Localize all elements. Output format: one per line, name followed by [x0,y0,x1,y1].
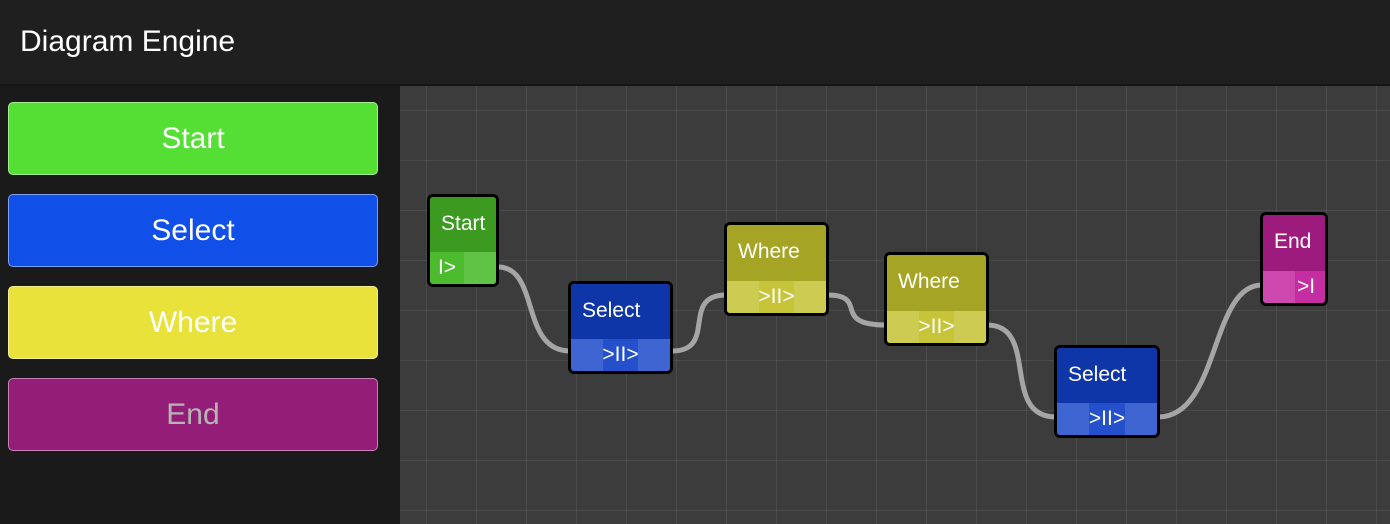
input-port[interactable] [1057,403,1089,435]
link-start-select[interactable] [497,264,571,354]
output-port[interactable] [954,311,986,343]
palette-item-where[interactable]: Where [8,286,378,359]
node-header [1057,348,1157,403]
node-where[interactable]: Where >II> [724,222,829,316]
palette-item-select[interactable]: Select [8,194,378,267]
port-label: >II> [1088,407,1126,430]
output-port[interactable] [794,281,826,313]
diagram-canvas[interactable]: Start I> Select >II> Where >II> Where [400,86,1390,524]
app-header: Diagram Engine [0,0,1390,86]
output-port[interactable] [1125,403,1157,435]
port-label: >II> [918,315,955,338]
input-port[interactable] [1263,271,1295,303]
node-header [727,225,826,281]
node-where[interactable]: Where >II> [884,252,989,346]
node-title: End [1274,230,1312,253]
link-select-where[interactable] [671,292,727,354]
node-title: Start [441,212,486,235]
node-select[interactable]: Select >II> [1054,345,1160,438]
app-title: Diagram Engine [20,25,236,58]
links-layer [497,264,1263,420]
port-label: >I [1297,275,1316,298]
link-where-select[interactable] [986,322,1057,420]
input-port[interactable] [727,281,759,313]
input-port[interactable] [887,311,919,343]
node-ports: >I [1263,271,1325,303]
node-title: Where [738,240,800,263]
node-end[interactable]: End >I [1260,212,1328,306]
port-label: >II> [602,343,639,366]
port-label: >II> [758,285,795,308]
node-header [1263,215,1325,271]
node-header [571,284,670,339]
palette-item-start[interactable]: Start [8,102,378,175]
node-start[interactable]: Start I> [427,194,499,287]
output-port[interactable] [464,252,496,284]
node-ports: >II> [1057,403,1157,435]
node-ports: >II> [887,311,986,343]
link-select-end[interactable] [1157,282,1263,420]
node-palette: Start Select Where End [0,86,400,524]
port-label: I> [437,256,457,279]
node-title: Where [898,270,960,293]
link-where-where[interactable] [826,292,887,328]
node-header [430,197,496,252]
output-port[interactable] [638,339,670,371]
node-title: Select [1068,363,1127,386]
node-select[interactable]: Select >II> [568,281,673,374]
node-ports: >II> [727,281,826,313]
node-header [887,255,986,311]
node-title: Select [582,299,641,322]
node-ports: >II> [571,339,670,371]
input-port[interactable] [571,339,603,371]
palette-item-end[interactable]: End [8,378,378,451]
node-ports: I> [430,252,496,284]
